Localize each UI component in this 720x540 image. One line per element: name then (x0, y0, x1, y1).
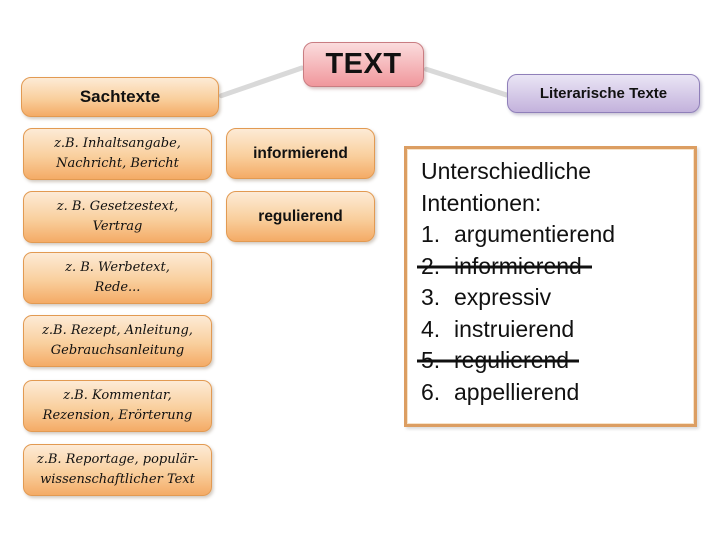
connector-line-right (423, 66, 510, 99)
item-label: argumentierend (454, 221, 616, 247)
example-text: z.B. Reportage, populär- wissenschaftlic… (37, 450, 198, 490)
intention-item: 4. instruierend (421, 314, 690, 346)
example-line: Nachricht, Bericht (56, 156, 179, 171)
item-number: 6. (421, 378, 441, 405)
item-label: regulierend (454, 347, 570, 373)
function-label: regulierend (258, 207, 343, 225)
item-label: appellierend (454, 378, 580, 405)
item-label: informierend (454, 252, 582, 279)
item-number: 2. (421, 252, 441, 279)
intention-item: 2. informierend (421, 251, 690, 283)
example-line: Rede... (94, 280, 141, 295)
example-box-inhaltsangabe: z.B. Inhaltsangabe, Nachricht, Bericht (23, 128, 212, 180)
example-box-kommentar: z.B. Kommentar, Rezension, Erörterung (23, 380, 212, 432)
item-label: expressiv (454, 284, 552, 310)
example-box-gesetzestext: z. B. Gesetzestext, Vertrag (23, 191, 212, 243)
panel-title-line1: Unterschiedliche (421, 158, 592, 184)
example-line: Rezension, Erörterung (42, 408, 193, 423)
intention-item: 3. expressiv (421, 282, 690, 314)
sachtexte-box: Sachtexte (21, 77, 219, 117)
panel-title-line2: Intentionen: (421, 189, 542, 216)
example-line: wissenschaftlicher Text (40, 472, 195, 487)
item-number: 4. (421, 315, 441, 342)
literarische-texte-box: Literarische Texte (507, 74, 700, 113)
example-line: z.B. Reportage, populär- (36, 452, 199, 467)
intention-item: 6. appellierend (421, 377, 690, 409)
literarische-texte-label: Literarische Texte (539, 85, 668, 102)
example-line: Gebrauchsanleitung (50, 343, 185, 358)
example-text: z.B. Rezept, Anleitung, Gebrauchsanleitu… (42, 321, 193, 361)
example-text: z. B. Gesetzestext, Vertrag (57, 197, 178, 237)
intention-item: 1. argumentierend (421, 219, 690, 251)
example-text: z.B. Kommentar, Rezension, Erörterung (43, 386, 193, 426)
example-line: z.B. Inhaltsangabe, (54, 136, 181, 151)
sachtexte-label: Sachtexte (79, 87, 161, 106)
example-line: Vertrag (92, 219, 143, 234)
example-line: z.B. Rezept, Anleitung, (42, 323, 193, 338)
connector-line-left (218, 64, 305, 99)
example-box-reportage: z.B. Reportage, populär- wissenschaftlic… (23, 444, 212, 496)
example-line: z. B. Gesetzestext, (56, 199, 179, 214)
example-line: z.B. Kommentar, (63, 388, 172, 403)
function-box-informierend: informierend (226, 128, 375, 179)
item-number: 1. (421, 221, 441, 247)
example-box-rezept: z.B. Rezept, Anleitung, Gebrauchsanleitu… (23, 315, 212, 367)
item-label: instruierend (454, 315, 575, 342)
text-root-label: TEXT (325, 48, 402, 80)
intentions-panel: Unterschiedliche Intentionen: 1. argumen… (404, 146, 697, 427)
text-root-box: TEXT (303, 42, 424, 87)
example-text: z. B. Werbetext, Rede... (65, 258, 170, 298)
example-text: z.B. Inhaltsangabe, Nachricht, Bericht (54, 134, 181, 174)
item-number: 3. (421, 284, 441, 310)
item-number: 5. (421, 347, 441, 373)
intention-item: 5. regulierend (421, 345, 690, 377)
function-label: informierend (253, 144, 348, 162)
example-line: z. B. Werbetext, (65, 260, 170, 275)
function-box-regulierend: regulierend (226, 191, 375, 242)
example-box-werbetext: z. B. Werbetext, Rede... (23, 252, 212, 304)
